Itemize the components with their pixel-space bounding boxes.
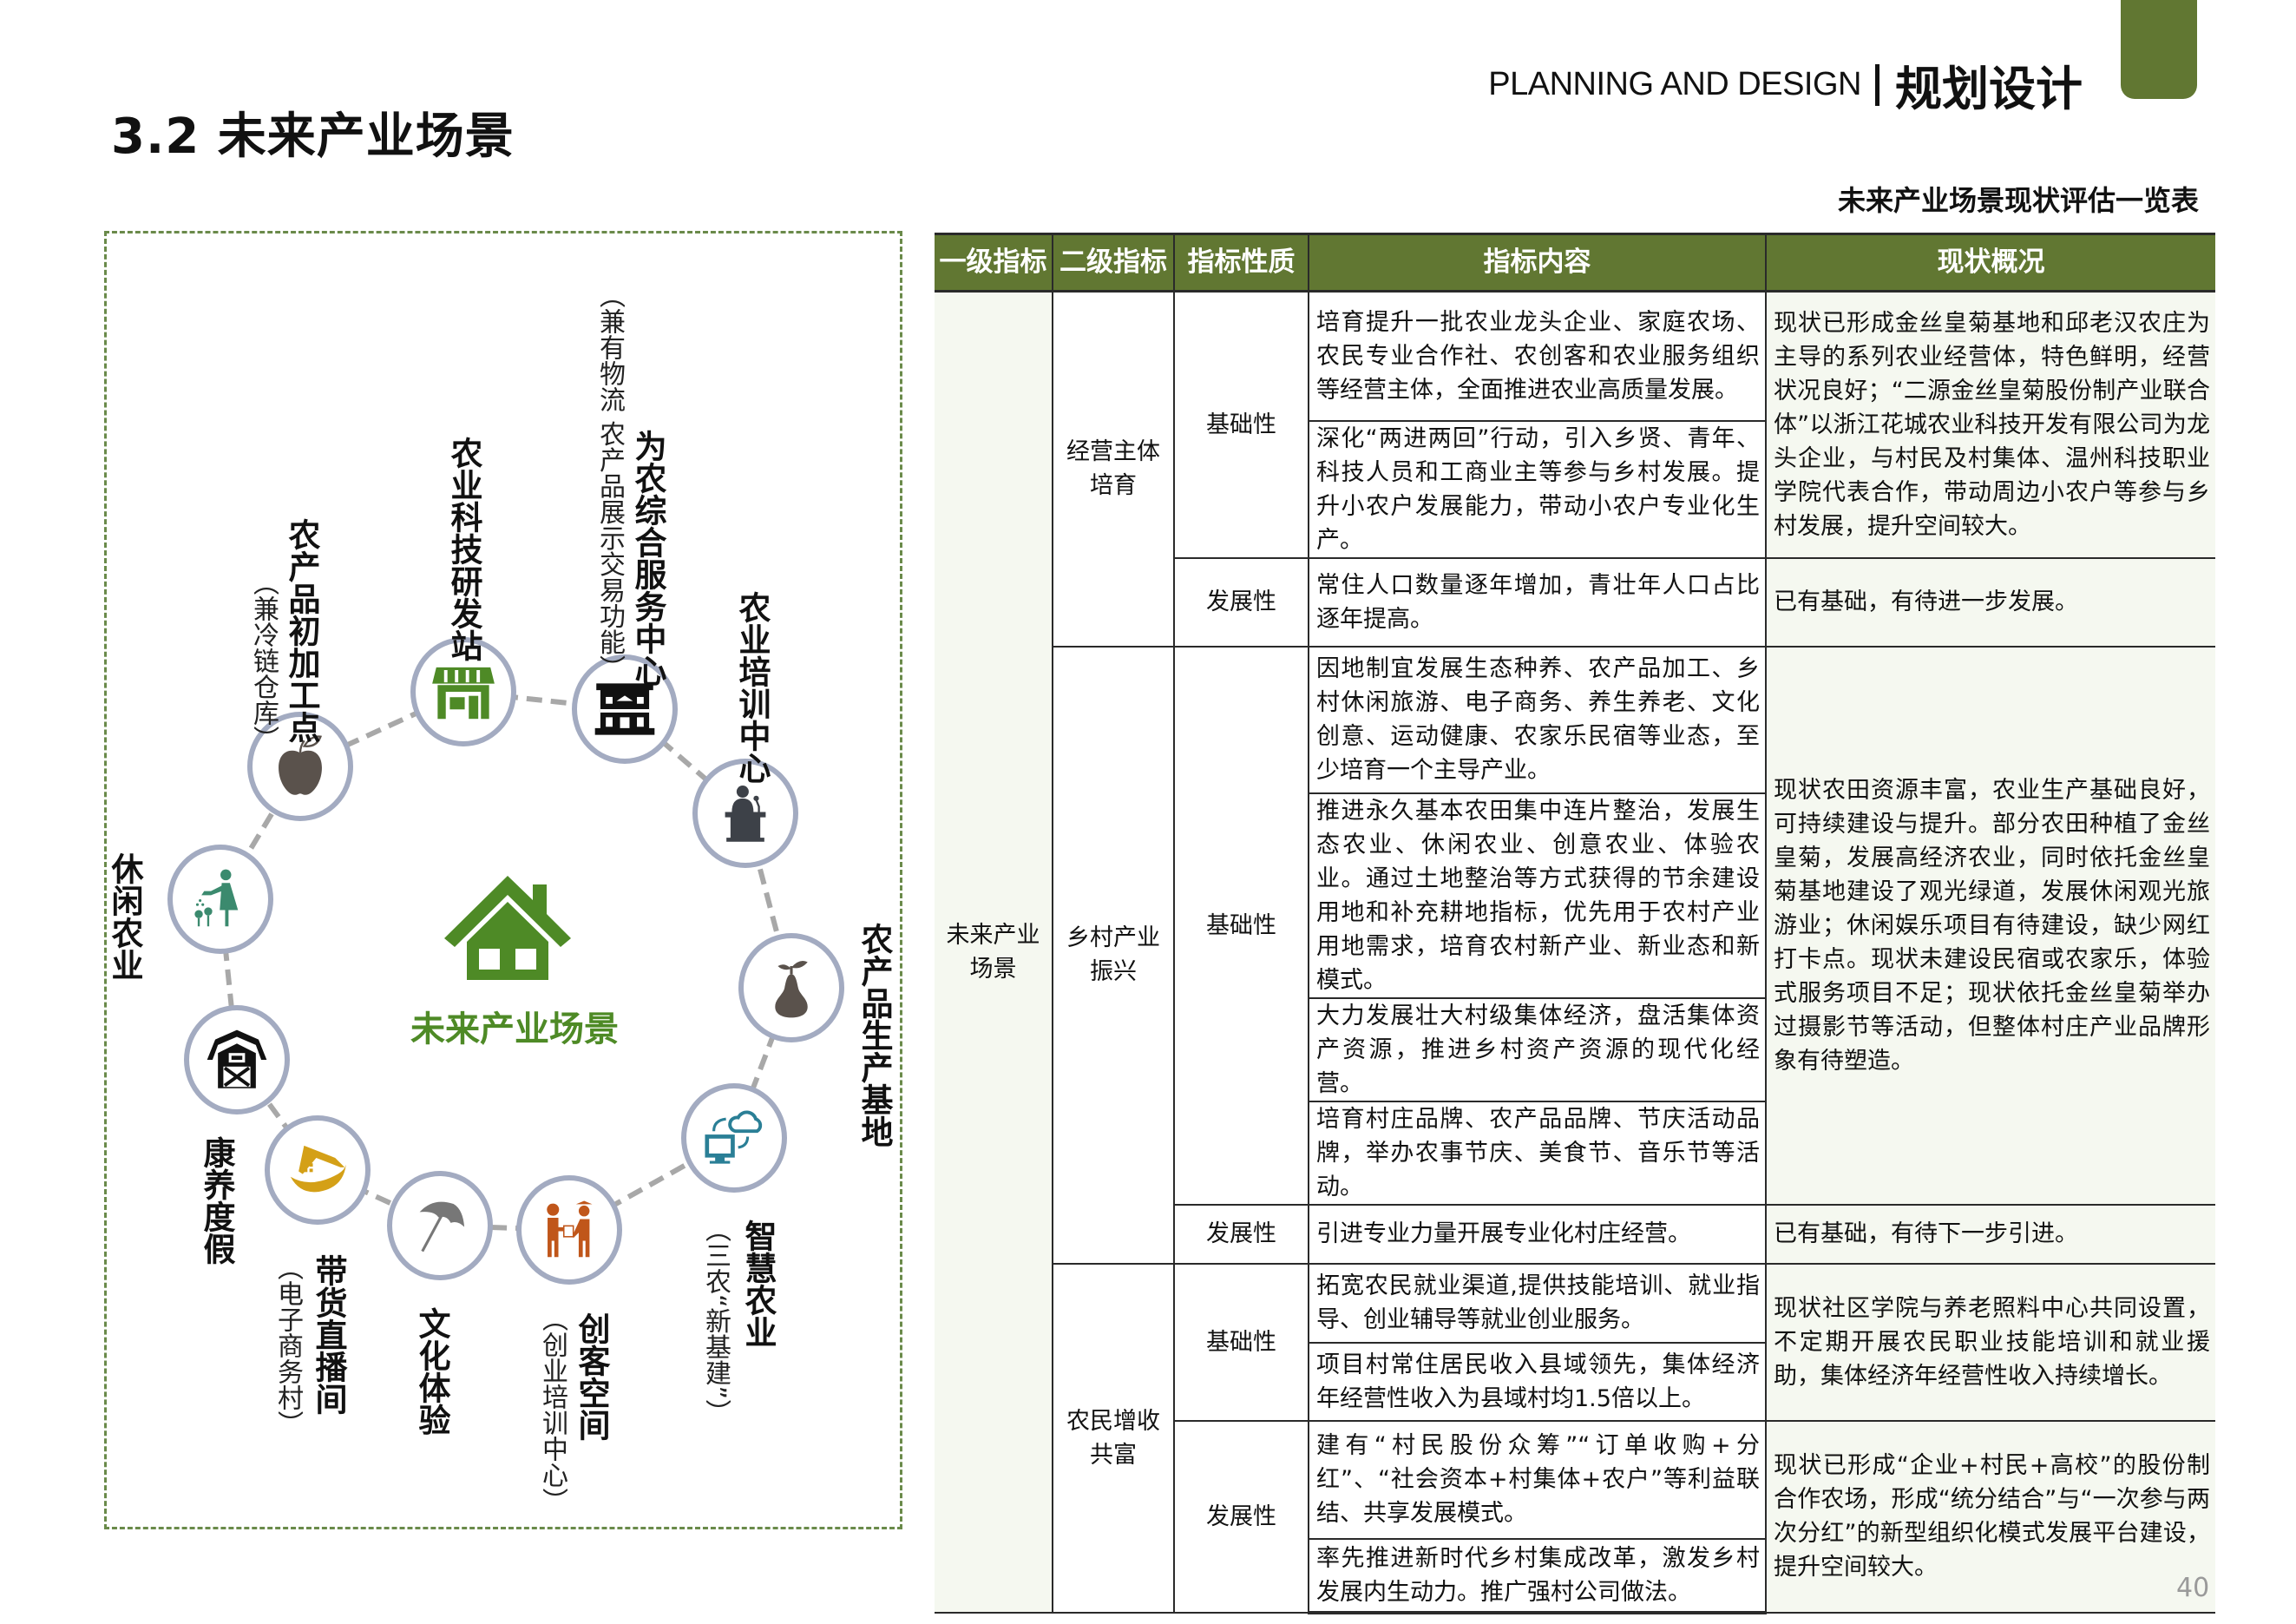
- node-label: 农产品初加工点: [283, 518, 320, 743]
- indicator-nature: 基础性: [1173, 1262, 1309, 1422]
- status-summary: 已有基础，有待下一步引进。: [1765, 1203, 2215, 1265]
- node-wellness-resort: [184, 1005, 290, 1114]
- table-row: 乡村产业振兴 基础性 因地制宜发展生态种养、农产品加工、乡村休闲旅游、电子商务、…: [935, 645, 2215, 1265]
- indicator-content: 常住人口数量逐年增加，青壮年人口占比逐年提高。: [1308, 556, 1767, 648]
- building-icon: [594, 683, 655, 735]
- apple-icon: [279, 735, 323, 795]
- table-row: 率先推进新时代乡村集成改革，激发乡村发展内生动力。推广强村公司做法。: [935, 1537, 2215, 1614]
- indicator-nature: 基础性: [1173, 645, 1309, 1206]
- node-culture-experience: [387, 1171, 493, 1280]
- table-row: 发展性 建有“村民股份众筹”“订单收购+分红”、“社会资本+村集体+农户”等利益…: [935, 1419, 2215, 1614]
- column-header: 指标性质: [1173, 233, 1309, 293]
- cloud-computer-icon: [705, 1110, 763, 1164]
- level2-indicator: 农民增收共富: [1052, 1262, 1175, 1614]
- node-label: 休闲农业: [106, 852, 143, 981]
- indicator-content: 培育提升一批农业龙头企业、家庭农场、农民专业合作社、农创客和农业服务组织等经营主…: [1308, 290, 1767, 422]
- section-header: PLANNING AND DESIGN 规划设计: [1488, 50, 2083, 119]
- page-title: 3.2 未来产业场景: [111, 108, 515, 165]
- node-label: 农业科技研发站: [445, 437, 482, 661]
- evaluation-table: 一级指标 二级指标 指标性质 指标内容 现状概况 未来产业场景 经营主体培育 基…: [935, 233, 2215, 1614]
- pear-icon: [775, 960, 808, 1018]
- indicator-content: 率先推进新时代乡村集成改革，激发乡村发展内生动力。推广强村公司做法。: [1308, 1537, 1767, 1614]
- table-row: 大力发展壮大村级集体经济，盘活集体资产资源，推进乡村资产资源的现代化经营。: [935, 996, 2215, 1102]
- node-sublabel: （兼有物流 农产品展示交易功能）: [594, 282, 625, 681]
- node-sublabel: （电子商务村）: [272, 1254, 303, 1437]
- section-header-chinese: 规划设计: [1895, 62, 2083, 116]
- house-leaf-icon: [290, 1145, 346, 1193]
- status-summary: 现状已形成金丝皇菊基地和邱老汉农庄为主导的系列农业经营体，特色鲜明，经营状况良好…: [1765, 290, 2215, 559]
- indicator-content: 培育村庄品牌、农产品品牌、节庆活动品牌，举办农事节庆、美食节、音乐节等活动。: [1308, 1100, 1767, 1206]
- column-header: 一级指标: [935, 233, 1053, 293]
- column-header: 指标内容: [1308, 233, 1766, 293]
- node-sublabel: （兼冷链仓库）: [248, 569, 279, 752]
- indicator-content: 引进专业力量开展专业化村庄经营。: [1308, 1203, 1767, 1265]
- section-header-english: PLANNING AND DESIGN: [1488, 66, 1861, 102]
- node-live-commerce: [265, 1115, 371, 1225]
- page-number: 40: [2176, 1573, 2210, 1603]
- level2-indicator: 经营主体培育: [1052, 290, 1175, 648]
- status-summary: 已有基础，有待进一步发展。: [1765, 556, 2215, 648]
- node-primary-processing: [247, 712, 353, 821]
- column-header: 二级指标: [1052, 233, 1174, 293]
- indicator-nature: 基础性: [1173, 290, 1309, 559]
- indicator-content: 深化“两进两回”行动，引入乡贤、青年、科技人员和工商业主等参与乡村发展。提升小农…: [1308, 419, 1767, 559]
- status-summary: 现状已形成“企业+村民+高校”的股份制合作农场，形成“统分结合”与“一次参与两次…: [1765, 1419, 2215, 1614]
- indicator-content: 推进永久基本农田集中连片整治，发展生态农业、休闲农业、创意农业、体验农业。通过土…: [1308, 792, 1767, 999]
- node-smart-agriculture: [681, 1083, 787, 1193]
- indicator-content: 建有“村民股份众筹”“订单收购+分红”、“社会资本+村集体+农户”等利益联结、共…: [1308, 1419, 1767, 1540]
- center-label: 未来产业场景: [410, 1009, 619, 1049]
- barn-icon: [207, 1029, 267, 1088]
- table-header-row: 一级指标 二级指标 指标性质 指标内容 现状概况: [935, 233, 2215, 293]
- column-header: 现状概况: [1765, 233, 2215, 293]
- table-row: 未来产业场景 经营主体培育 基础性 培育提升一批农业龙头企业、家庭农场、农民专业…: [935, 290, 2215, 1614]
- indicator-content: 因地制宜发展生态种养、农产品加工、乡村休闲旅游、电子商务、养生养老、文化创意、运…: [1308, 645, 1767, 794]
- node-label: 文化体验: [413, 1307, 450, 1436]
- storefront-icon: [432, 667, 495, 720]
- umbrella-icon: [419, 1201, 465, 1253]
- node-production-base: [738, 933, 844, 1042]
- node-label: 智慧农业: [739, 1220, 777, 1348]
- handshake-graduate-icon: [547, 1200, 593, 1258]
- node-label: 农业培训中心: [733, 591, 771, 784]
- table-row: 推进永久基本农田集中连片整治，发展生态农业、休闲农业、创意农业、体验农业。通过土…: [935, 792, 2215, 999]
- indicator-content: 大力发展壮大村级集体经济，盘活集体资产资源，推进乡村资产资源的现代化经营。: [1308, 996, 1767, 1102]
- node-label: 为农综合服务中心: [629, 430, 666, 687]
- table-row: 培育村庄品牌、农产品品牌、节庆活动品牌，举办农事节庆、美食节、音乐节等活动。: [935, 1100, 2215, 1206]
- level1-indicator: 未来产业场景: [935, 291, 1053, 1614]
- header-divider: [1875, 63, 1879, 106]
- house-icon: [444, 876, 571, 980]
- table-caption: 未来产业场景现状评估一览表: [1837, 184, 2199, 217]
- indicator-nature: 发展性: [1173, 1419, 1309, 1614]
- indicator-content: 拓宽农民就业渠道,提供技能培训、就业指导、创业辅导等就业创业服务。: [1308, 1262, 1767, 1344]
- level2-indicator: 乡村产业振兴: [1052, 645, 1175, 1265]
- section-tab-marker: [2121, 0, 2197, 99]
- node-sublabel: （三农“新基建”）: [700, 1216, 731, 1426]
- table-row: 农民增收共富 基础性 拓宽农民就业渠道,提供技能培训、就业指导、创业辅导等就业创…: [935, 1262, 2215, 1614]
- node-label: 创客空间: [573, 1312, 610, 1441]
- node-label: 康养度假: [198, 1136, 235, 1265]
- table-row: 深化“两进两回”行动，引入乡贤、青年、科技人员和工商业主等参与乡村发展。提升小农…: [935, 419, 2215, 559]
- status-summary: 现状社区学院与养老照料中心共同设置，不定期开展农民职业技能培训和就业援助，集体经…: [1765, 1262, 2215, 1422]
- status-summary: 现状农田资源丰富，农业生产基础良好，可持续建设与提升。部分农田种植了金丝皇菊，发…: [1765, 645, 2215, 1206]
- node-tech-rd-station: [410, 637, 516, 746]
- node-service-center: [572, 654, 678, 764]
- indicator-nature: 发展性: [1173, 1203, 1309, 1265]
- node-sublabel: （创业培训中心）: [537, 1305, 567, 1514]
- table-row: 发展性 常住人口数量逐年增加，青壮年人口占比逐年提高。 已有基础，有待进一步发展…: [935, 556, 2215, 648]
- table-row: 发展性 引进专业力量开展专业化村庄经营。 已有基础，有待下一步引进。: [935, 1203, 2215, 1265]
- node-label: 农产品生产基地: [856, 923, 893, 1147]
- table-row: 项目村常住居民收入县域领先，集体经济年经营性收入为县域村均1.5倍以上。: [935, 1341, 2215, 1422]
- gardener-icon: [194, 869, 239, 927]
- node-training-center: [692, 759, 798, 868]
- indicator-nature: 发展性: [1173, 556, 1309, 648]
- indicator-content: 项目村常住居民收入县域领先，集体经济年经营性收入为县域村均1.5倍以上。: [1308, 1341, 1767, 1422]
- node-label: 带货直播间: [310, 1254, 347, 1415]
- podium-speaker-icon: [725, 786, 766, 842]
- node-leisure-agriculture: [167, 845, 273, 954]
- industry-scene-diagram: 未来产业场景 农业科技研发站 为农综合服务中心 （兼有物流 农产品展示交易功能）: [104, 231, 902, 1529]
- node-maker-space: [516, 1175, 622, 1285]
